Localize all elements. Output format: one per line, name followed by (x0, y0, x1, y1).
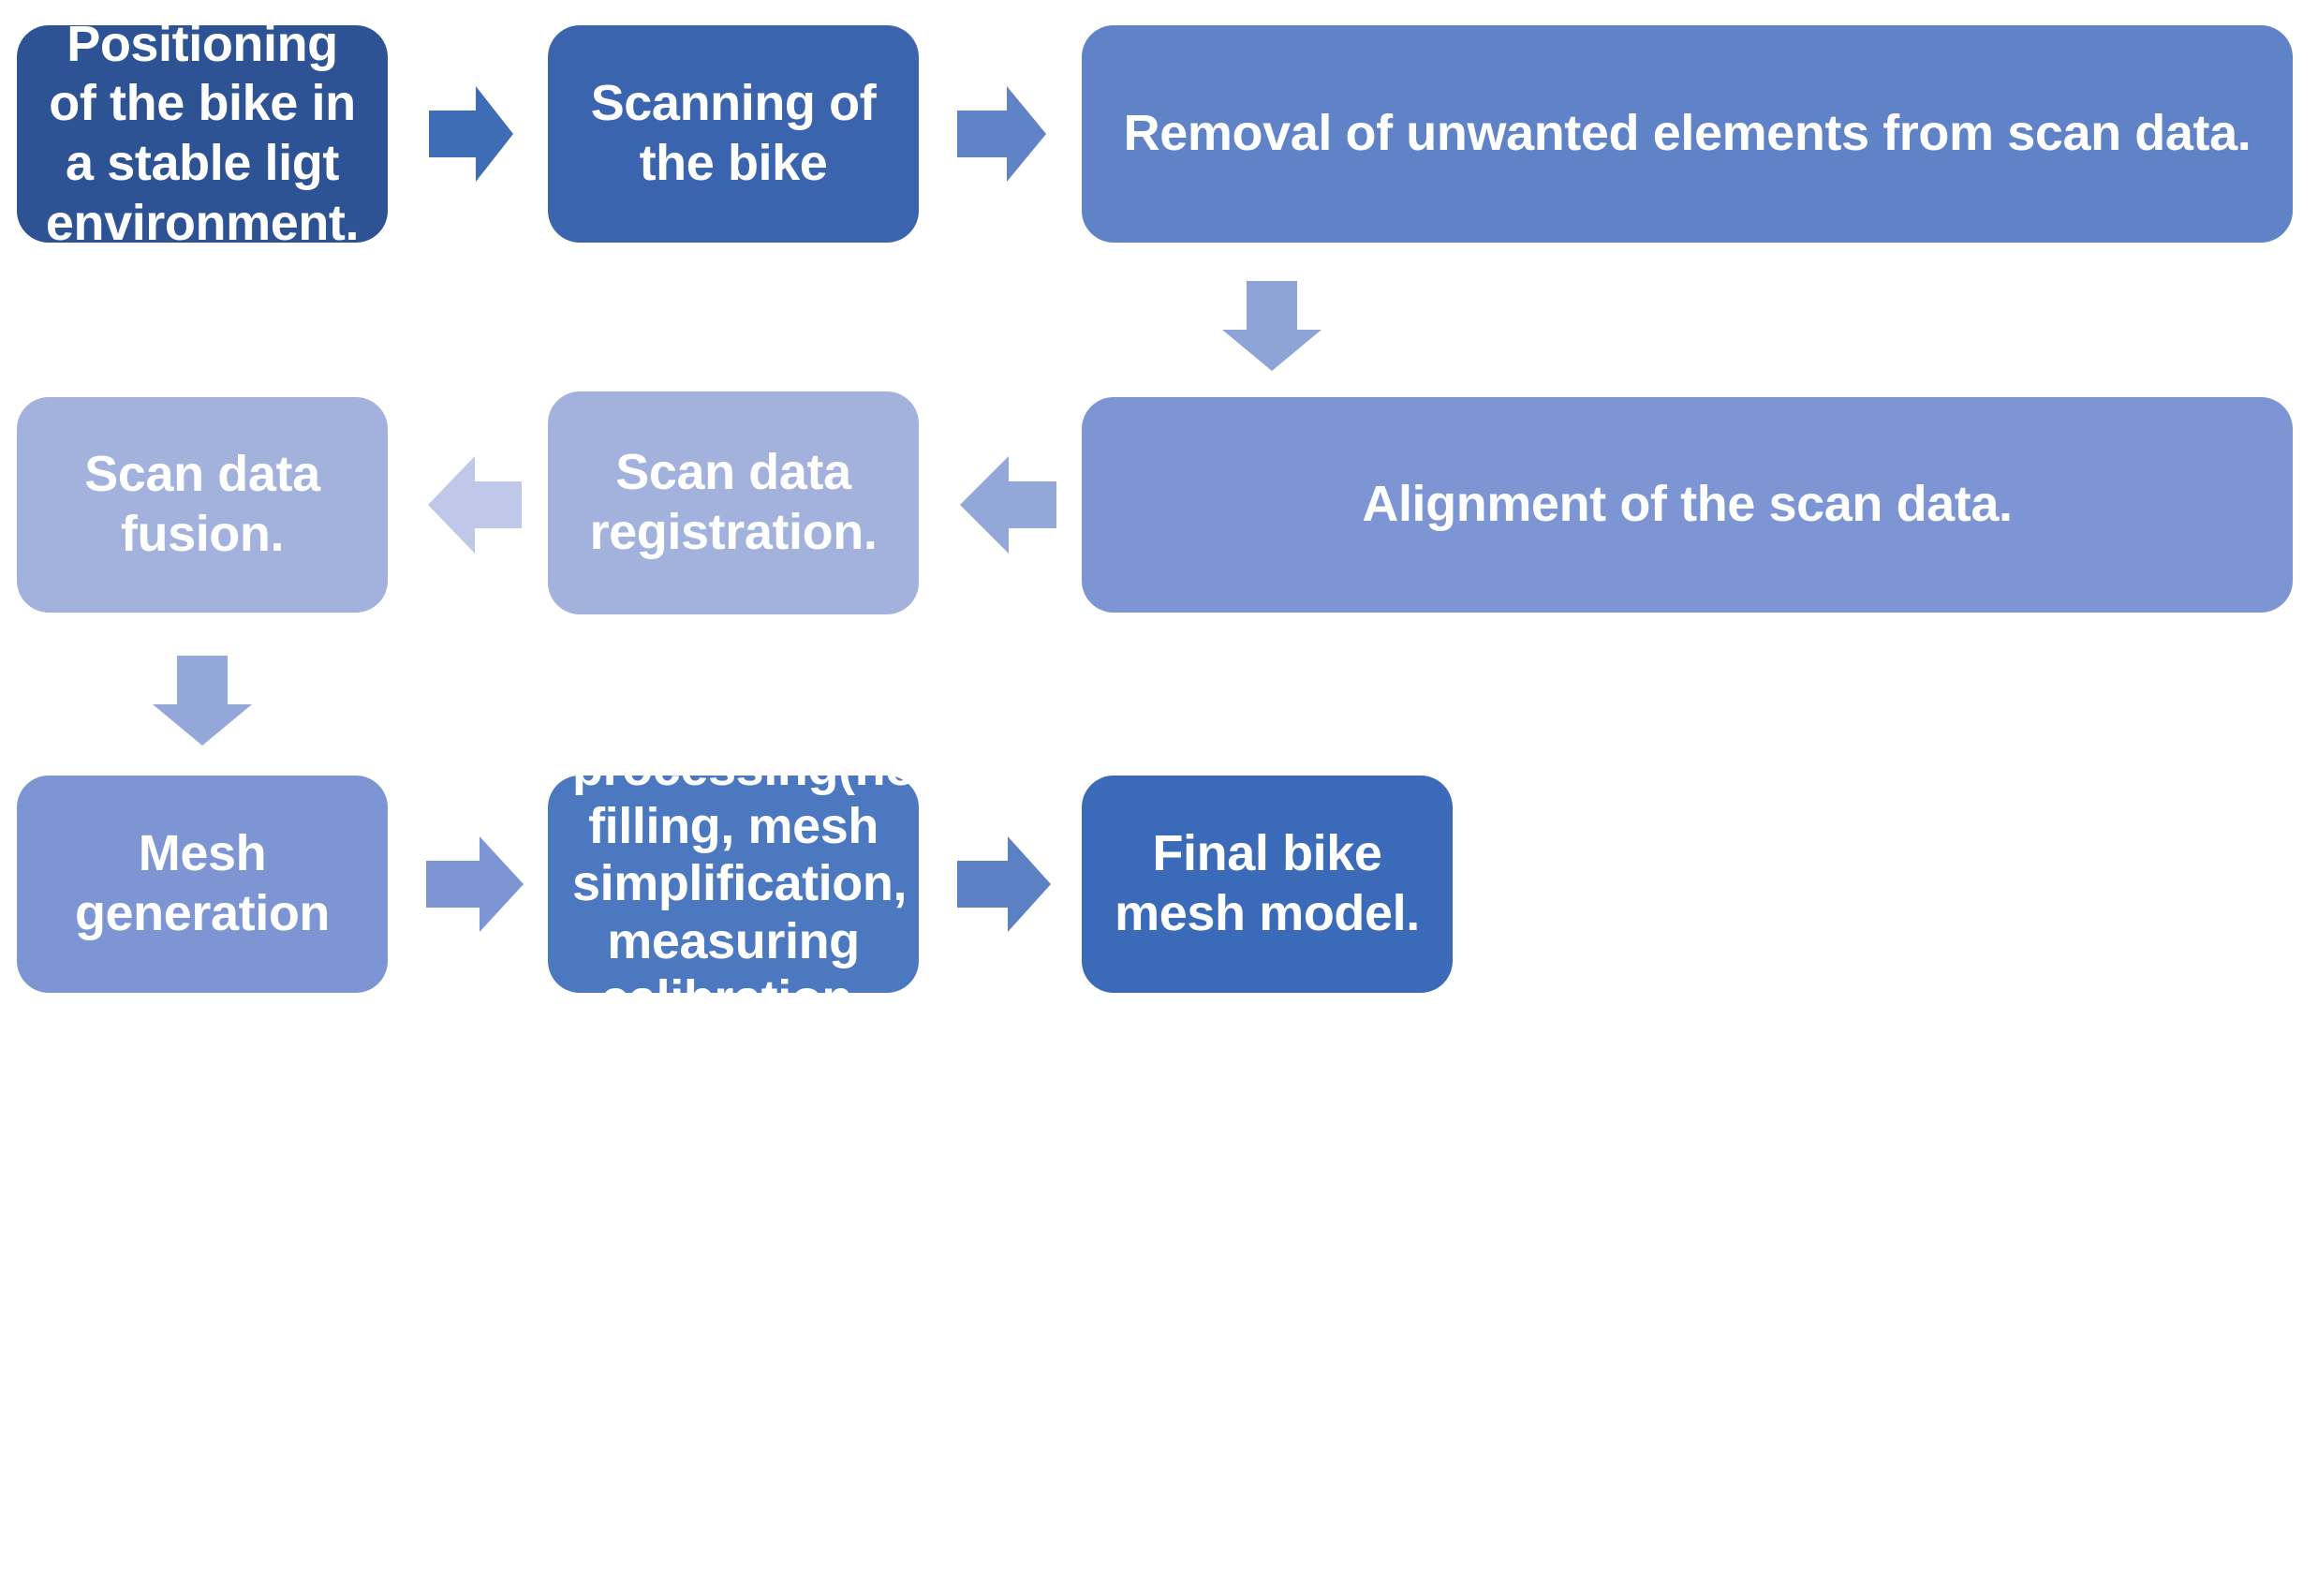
process-node-mesh-generation[interactable]: Mesh generation (17, 776, 388, 993)
process-node-label: Mesh generation (74, 825, 331, 941)
process-node-fusion[interactable]: Scan data fusion. (17, 397, 388, 613)
arrow-down-fusion-to-mesh (153, 656, 252, 746)
process-node-registration[interactable]: Scan data registration. (548, 392, 919, 614)
arrow-left-registration-to-fusion (428, 456, 522, 554)
process-node-final-model[interactable]: Final bike mesh model. (1082, 776, 1453, 993)
arrow-right-postprocessing-to-final (957, 836, 1051, 932)
process-node-label: Positioning of the bike in a stable ligt… (45, 15, 360, 251)
process-node-label: Scan data registration. (589, 444, 878, 560)
arrow-right-scanning-to-removal (957, 86, 1046, 182)
process-node-scanning[interactable]: Scanning of the bike (548, 25, 919, 243)
process-node-label: Scan data fusion. (84, 446, 320, 562)
process-node-label: Final bike mesh model. (1115, 825, 1420, 941)
arrow-right-mesh-to-postprocessing (426, 836, 524, 932)
process-node-alignment[interactable]: Alignment of the scan data. (1082, 397, 2293, 613)
process-node-removal[interactable]: Removal of unwanted elements from scan d… (1082, 25, 2293, 243)
arrow-right-positioning-to-scanning (429, 86, 513, 182)
process-node-label: Removal of unwanted elements from scan d… (1123, 105, 2252, 162)
arrow-left-alignment-to-registration (960, 456, 1056, 554)
process-node-label: Post processing(hole filling, mesh simpl… (572, 682, 958, 1085)
arrow-down-removal-to-alignment (1222, 281, 1321, 371)
process-node-label: Alignment of the scan data. (1362, 476, 2013, 533)
process-node-post-processing[interactable]: Post processing(hole filling, mesh simpl… (548, 683, 957, 1085)
process-node-label: Scanning of the bike (590, 75, 877, 191)
process-node-positioning[interactable]: Positioning of the bike in a stable ligt… (17, 16, 388, 251)
